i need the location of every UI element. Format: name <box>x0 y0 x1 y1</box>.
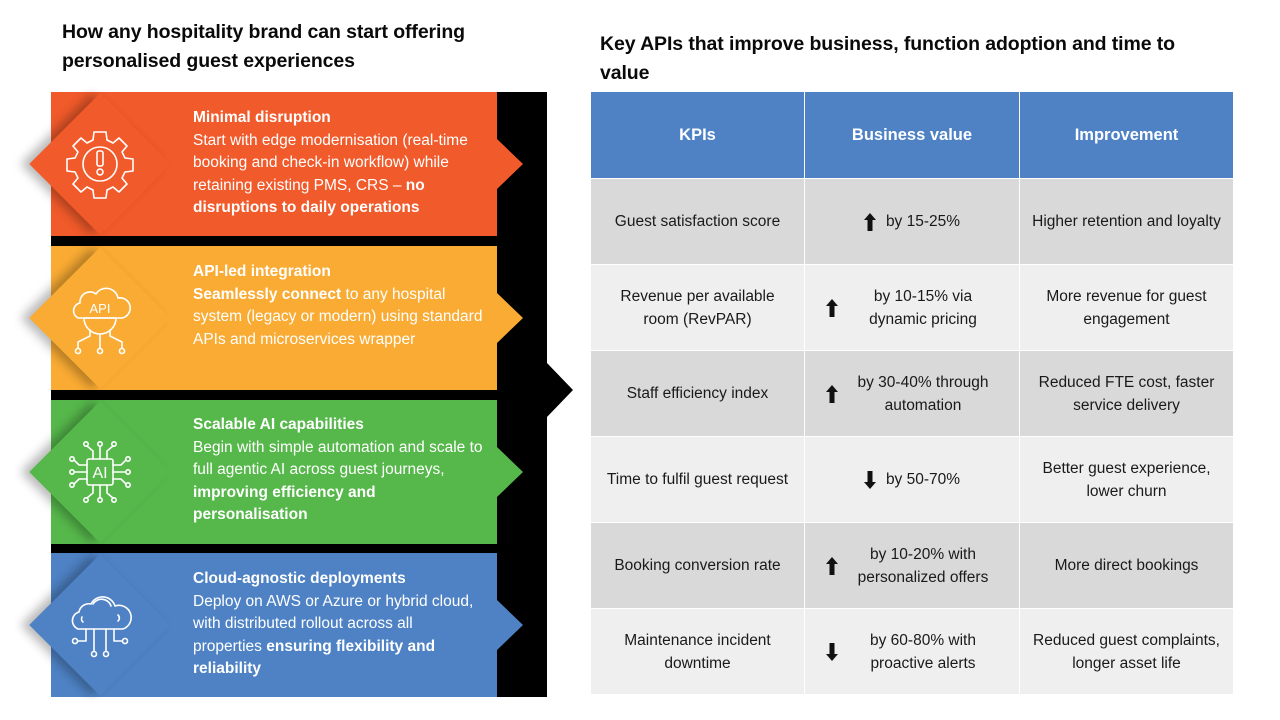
improvement-cell: Reduced FTE cost, faster service deliver… <box>1019 350 1234 437</box>
band-text-block: Cloud-agnostic deployments Deploy on AWS… <box>193 568 483 681</box>
band-heading: API-led integration <box>193 263 331 280</box>
arrow-up-icon <box>826 298 838 317</box>
header-business-value: Business value <box>804 91 1020 179</box>
band-text-block: Minimal disruption Start with edge moder… <box>193 107 483 220</box>
band-heading: Cloud-agnostic deployments <box>193 570 406 587</box>
business-value-text: by 10-20% with personalized offers <box>857 545 989 586</box>
band-arrow-shape <box>51 246 523 390</box>
band-heading: Scalable AI capabilities <box>193 416 364 433</box>
improvement-cell: Higher retention and loyalty <box>1019 178 1234 265</box>
header-improvement: Improvement <box>1019 91 1234 179</box>
business-value-text: by 10-15% via dynamic pricing <box>869 287 977 328</box>
capability-band-scalable-ai: AI Scalable AI capabilities Begin with s… <box>29 400 523 544</box>
api-cloud-icon: API <box>72 287 131 355</box>
business-value-cell: by 30-40% through automation <box>804 350 1020 437</box>
improvement-cell: Reduced guest complaints, longer asset l… <box>1019 608 1234 695</box>
capability-band-cloud-agnostic: Cloud-agnostic deployments Deploy on AWS… <box>29 553 523 697</box>
arrow-down-icon <box>863 470 876 489</box>
improvement-cell: More direct bookings <box>1019 522 1234 609</box>
band-text-block: Scalable AI capabilities Begin with simp… <box>193 414 483 527</box>
improvement-cell: More revenue for guest engagement <box>1019 264 1234 351</box>
svg-text:AI: AI <box>92 465 107 482</box>
band-body: Start with edge modernisation (real-time… <box>193 131 468 194</box>
business-value-text: by 15-25% <box>885 213 961 230</box>
band-arrow-shape <box>51 553 523 697</box>
business-value-cell: by 60-80% with proactive alerts <box>804 608 1020 695</box>
band-bold-tail: no disruptions to daily operations <box>193 176 425 217</box>
arrow-up-icon <box>863 212 876 231</box>
band-bold-tail: ensuring flexibility and reliability <box>193 637 436 678</box>
business-value-text: by 60-80% with proactive alerts <box>870 631 976 672</box>
table-row: Booking conversion rate by 10-20% with p… <box>590 522 1234 609</box>
table-header-row: KPIs Business value Improvement <box>590 91 1234 179</box>
table-row: Staff efficiency index by 30-40% through… <box>590 350 1234 437</box>
arrow-up-icon <box>826 384 838 403</box>
svg-text:API: API <box>90 301 111 316</box>
table-row: Revenue per available room (RevPAR) by 1… <box>590 264 1234 351</box>
band-bold-tail: improving efficiency and personalisation <box>193 483 376 524</box>
arrow-down-icon <box>826 642 838 661</box>
business-value-text: by 30-40% through automation <box>857 373 989 414</box>
cloud-network-icon <box>71 596 132 658</box>
business-value-cell: by 10-15% via dynamic pricing <box>804 264 1020 351</box>
capability-band-api-led-integration: API API-led integration Seamlessly conne… <box>29 246 523 390</box>
band-heading: Minimal disruption <box>193 109 331 126</box>
band-arrow-shape <box>51 400 523 544</box>
improvement-cell: Better guest experience, lower churn <box>1019 436 1234 523</box>
band-body: Deploy on AWS or Azure or hybrid cloud, … <box>193 592 474 655</box>
business-value-cell: by 10-20% with personalized offers <box>804 522 1020 609</box>
ai-chip-icon: AI <box>69 441 132 504</box>
left-section-title: How any hospitality brand can start offe… <box>62 21 465 72</box>
kpi-cell: Staff efficiency index <box>590 350 805 437</box>
kpi-table: KPIs Business value Improvement Guest sa… <box>590 91 1234 695</box>
business-value-cell: by 50-70% <box>804 436 1020 523</box>
kpi-cell: Revenue per available room (RevPAR) <box>590 264 805 351</box>
kpi-cell: Time to fulfil guest request <box>590 436 805 523</box>
table-row: Time to fulfil guest request by 50-70% B… <box>590 436 1234 523</box>
right-section-title: Key APIs that improve business, function… <box>600 33 1175 84</box>
kpi-cell: Booking conversion rate <box>590 522 805 609</box>
business-value-text: by 50-70% <box>885 471 961 488</box>
capabilities-panel: Minimal disruption Start with edge moder… <box>0 0 590 720</box>
band-text-block: API-led integration Seamlessly connect t… <box>193 261 483 351</box>
business-value-cell: by 15-25% <box>804 178 1020 265</box>
gear-alert-icon <box>66 131 134 199</box>
band-body: to any hospital system (legacy or modern… <box>193 285 483 348</box>
backdrop-chevron-shape <box>51 92 573 697</box>
kpi-cell: Maintenance incident downtime <box>590 608 805 695</box>
capability-band-minimal-disruption: Minimal disruption Start with edge moder… <box>29 92 523 236</box>
band-arrow-shape <box>51 92 523 236</box>
band-body: Begin with simple automation and scale t… <box>193 438 483 479</box>
band-bold-lead: Seamlessly connect <box>193 285 342 303</box>
table-row: Guest satisfaction score by 15-25% Highe… <box>590 178 1234 265</box>
arrow-up-icon <box>826 556 838 575</box>
header-kpis: KPIs <box>590 91 805 179</box>
kpi-cell: Guest satisfaction score <box>590 178 805 265</box>
table-row: Maintenance incident downtime by 60-80% … <box>590 608 1234 695</box>
